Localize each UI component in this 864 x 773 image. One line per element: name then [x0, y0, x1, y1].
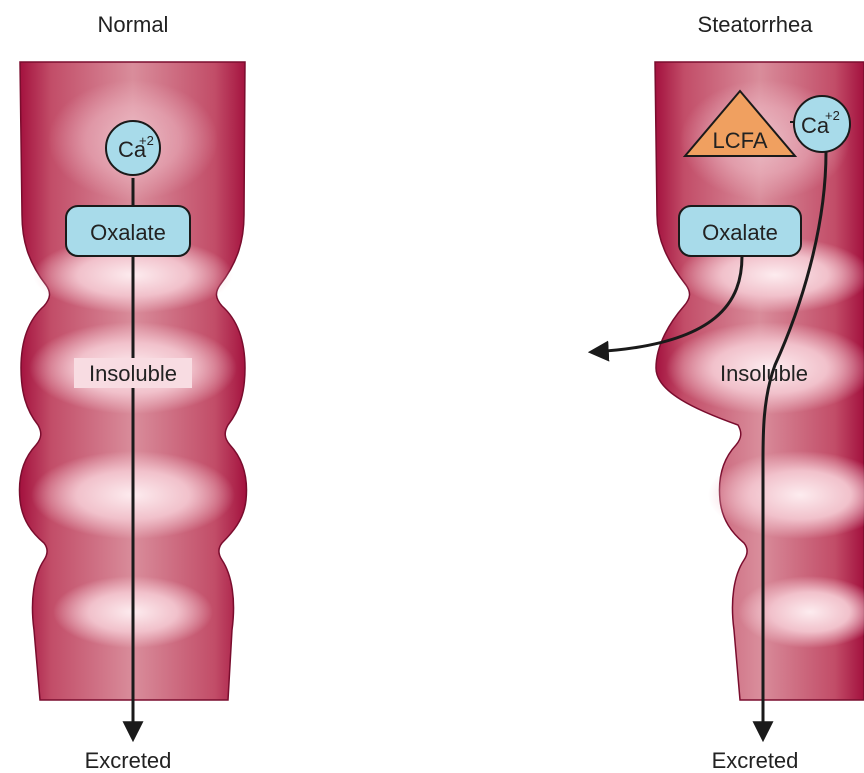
calcium-charge: +2	[825, 108, 840, 123]
oxalate-label: Oxalate	[702, 220, 778, 245]
oxalate-box: Oxalate	[66, 206, 190, 256]
oxalate-label: Oxalate	[90, 220, 166, 245]
insoluble-label: Insoluble	[720, 361, 808, 386]
lcfa-label: LCFA	[712, 128, 767, 153]
insoluble-label: Insoluble	[89, 361, 177, 386]
panel-normal: Normal Ca +2 Oxalate Insoluble Excreted	[20, 12, 247, 773]
panel-steatorrhea: Steatorrhea LCFA Ca +2 Oxalate Insoluble	[592, 12, 864, 773]
panel-title-normal: Normal	[98, 12, 169, 37]
excreted-label: Excreted	[712, 748, 799, 773]
oxalate-box: Oxalate	[679, 206, 801, 256]
calcium-ion: Ca +2	[794, 96, 850, 152]
calcium-charge: +2	[139, 133, 154, 148]
panel-title-steatorrhea: Steatorrhea	[698, 12, 814, 37]
excreted-label: Excreted	[85, 748, 172, 773]
calcium-ion: Ca +2	[106, 121, 160, 175]
